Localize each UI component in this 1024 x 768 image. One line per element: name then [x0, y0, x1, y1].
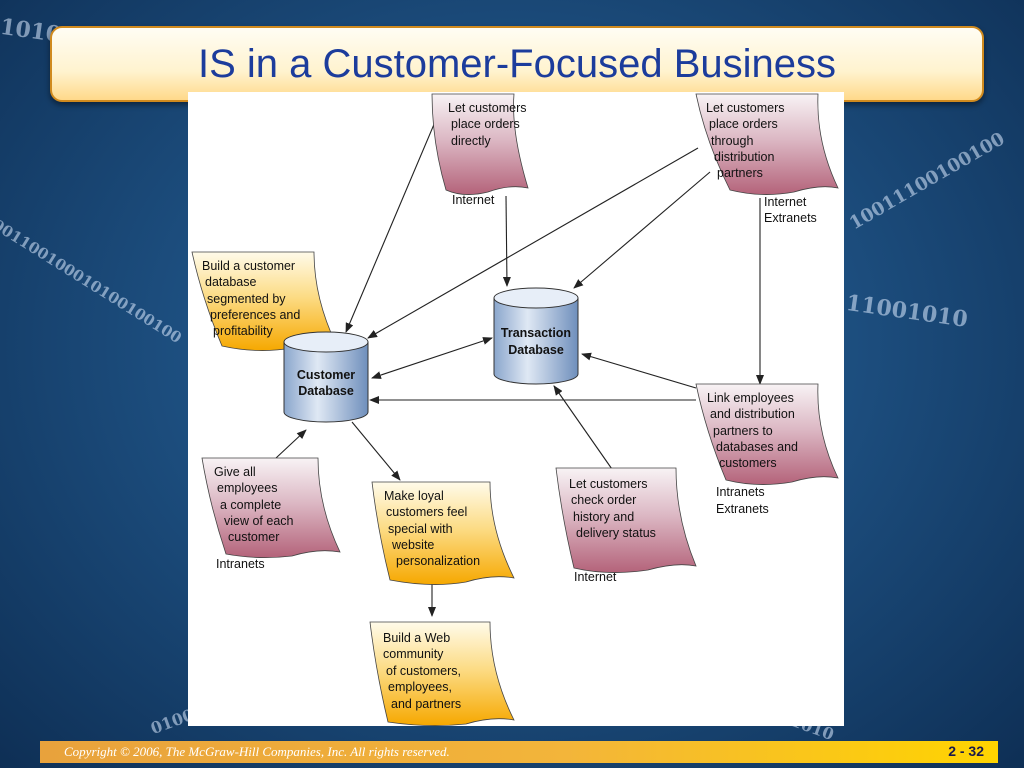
network-label-internet-bottom: Internet [574, 570, 617, 584]
note-line: and partners [391, 697, 461, 711]
customer-database: Customer Database [283, 331, 369, 423]
note-make-loyal-customers: Make loyal customers feel special with w… [371, 481, 515, 585]
note-build-customer-database: Build a customer database segmented by p… [191, 251, 337, 351]
note-line: employees [217, 481, 277, 495]
arrow-employees-view-to-customer-db [275, 429, 307, 459]
note-line: personalization [396, 554, 480, 568]
note-line: Let customers [569, 477, 648, 491]
note-line: check order [571, 493, 636, 507]
note-line: preferences and [210, 308, 300, 322]
note-line: databases and [716, 440, 798, 454]
note-link-employees-partners: Link employees and distribution partners… [695, 383, 839, 485]
note-line: website [391, 538, 434, 552]
note-line: customers [719, 456, 777, 470]
title-bar: IS in a Customer-Focused Business [50, 26, 984, 102]
note-line: of customers, [386, 664, 461, 678]
network-label-intranets-left: Intranets [216, 557, 265, 571]
network-label-internet-extranets-top-1: Internet [764, 195, 807, 209]
network-label-internet-extranets-top-2: Extranets [764, 211, 817, 225]
binary-decoration-3: 10011100100100 [846, 128, 1009, 235]
note-line: special with [388, 522, 453, 536]
note-line: place orders [709, 117, 778, 131]
diagram-panel: Internet Internet Extranets Intranets Ex… [188, 92, 844, 726]
note-line: directly [451, 134, 491, 148]
note-give-employees-view: Give all employees a complete view of ea… [201, 457, 341, 558]
note-place-orders-directly: Let customers place orders directly [431, 93, 529, 195]
note-line: database [205, 275, 256, 289]
note-line: Build a Web [383, 631, 450, 645]
note-line: and distribution [710, 407, 795, 421]
note-line: history and [573, 510, 634, 524]
note-line: Let customers [706, 101, 785, 115]
note-line: Make loyal [384, 489, 444, 503]
note-line: profitability [213, 324, 273, 338]
transaction-database: Transaction Database [493, 287, 579, 385]
arrow-order-history-to-transaction-db [553, 385, 615, 473]
note-build-web-community: Build a Web community of customers, empl… [369, 621, 515, 726]
note-line: employees, [388, 680, 452, 694]
note-line: view of each [224, 514, 294, 528]
network-label-intranets-extranets-right-2: Extranets [716, 502, 769, 516]
note-line: Build a customer [202, 259, 295, 273]
note-line: place orders [451, 117, 520, 131]
note-line: customers feel [386, 505, 467, 519]
network-label-intranets-extranets-right-1: Intranets [716, 485, 765, 499]
note-line: delivery status [576, 526, 656, 540]
note-line: partners [717, 166, 763, 180]
note-line: community [383, 647, 444, 661]
note-line: Give all [214, 465, 256, 479]
copyright-text: Copyright © 2006, The McGraw-Hill Compan… [64, 744, 450, 759]
arrow-partner-orders-to-transaction-db [573, 171, 711, 289]
arrow-customer-db-to-loyal [351, 421, 401, 481]
binary-decoration-4: 11001010 [844, 290, 970, 333]
note-line: distribution [714, 150, 774, 164]
binary-decoration-2: 0001100100010100100100 [0, 210, 185, 347]
note-check-order-history: Let customers check order history and de… [555, 467, 697, 573]
note-line: Link employees [707, 391, 794, 405]
note-line: through [711, 134, 753, 148]
note-line: customer [228, 530, 279, 544]
transaction-database-label: Database [508, 343, 564, 357]
note-line: Let customers [448, 101, 527, 115]
arrow-partner-orders-to-customer-db [367, 147, 699, 339]
transaction-database-label: Transaction [501, 326, 571, 340]
footer-bar: Copyright © 2006, The McGraw-Hill Compan… [40, 741, 998, 763]
slide-title: IS in a Customer-Focused Business [197, 41, 837, 86]
arrow-direct-orders-to-transaction-db [502, 195, 511, 287]
note-line: segmented by [207, 292, 286, 306]
diagram-svg: Internet Internet Extranets Intranets Ex… [191, 93, 839, 726]
customer-database-label: Database [298, 384, 354, 398]
note-line: partners to [713, 424, 773, 438]
note-line: a complete [220, 498, 281, 512]
arrow-between-databases [371, 337, 493, 379]
arrow-direct-orders-to-customer-db [345, 121, 436, 333]
network-label-internet-top: Internet [452, 193, 495, 207]
arrow-link-employees-to-transaction-db [581, 352, 697, 389]
page-number: 2 - 32 [948, 743, 984, 759]
customer-database-label: Customer [297, 368, 355, 382]
note-place-orders-through-partners: Let customers place orders through distr… [695, 93, 839, 195]
